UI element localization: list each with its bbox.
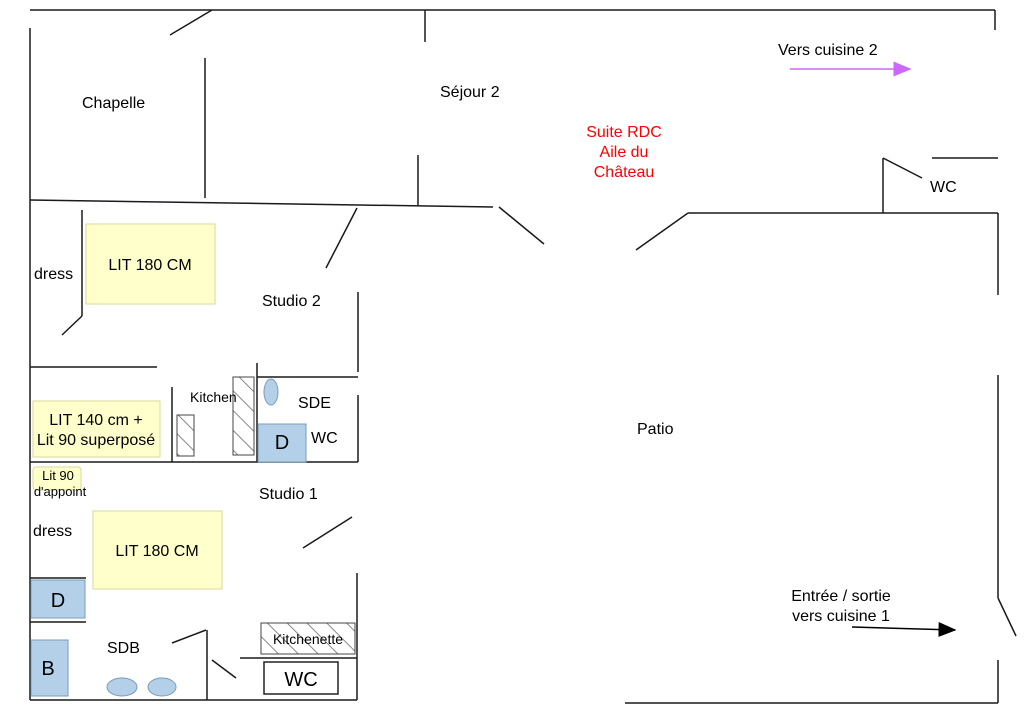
bed-90-extra: [32, 466, 82, 491]
label-shower-studio1: D: [51, 590, 65, 612]
kitchen-counter-right: [232, 376, 255, 456]
arrow-to-kitchen1: [851, 622, 957, 638]
label-bed-180-bottom: LIT 180 CM: [115, 543, 198, 560]
beds: [32, 223, 223, 590]
wc-box-bottom: [263, 661, 339, 695]
kitchenette-counter: [260, 622, 356, 655]
label-bed-140-line2: Lit 90 superposé: [37, 432, 155, 449]
labels: Chapelle Séjour 2 Vers cuisine 2 Suite R…: [33, 42, 957, 691]
label-kitchenette: Kitchenette: [273, 631, 343, 647]
label-shower-studio2: D: [275, 432, 289, 454]
kitchen-counter-left: [176, 414, 195, 457]
shower-studio2: [257, 423, 307, 463]
label-suite-3: Château: [594, 164, 655, 181]
bed-180-bottom: [92, 510, 223, 590]
label-bed-140-line1: LIT 140 cm +: [49, 412, 143, 429]
label-vers-cuisine2: Vers cuisine 2: [778, 42, 878, 59]
label-studio1: Studio 1: [259, 486, 318, 503]
label-chapelle: Chapelle: [82, 95, 145, 112]
label-suite-2: Aile du: [600, 144, 649, 161]
label-dress-top: dress: [34, 266, 73, 283]
bed-140-bunk: [32, 400, 161, 458]
label-suite-1: Suite RDC: [586, 124, 662, 141]
label-patio: Patio: [637, 421, 674, 438]
label-wc-top: WC: [930, 179, 957, 196]
label-kitchen: Kitchen: [190, 389, 237, 405]
sink-sdb-2: [147, 677, 177, 697]
fixtures: [30, 376, 356, 697]
label-dress-bottom: dress: [33, 523, 72, 540]
label-bed-90-line2: d'appoint: [34, 484, 87, 499]
bathtub: [30, 639, 69, 697]
label-studio2: Studio 2: [262, 293, 321, 310]
label-sde: SDE: [298, 395, 331, 412]
sink-sdb-1: [106, 677, 138, 697]
label-bath: B: [41, 658, 54, 680]
label-bed-180-top: LIT 180 CM: [108, 257, 191, 274]
label-entree-1: Entrée / sortie: [791, 588, 891, 605]
bed-180-top: [85, 223, 216, 305]
shower-studio1: [30, 579, 86, 619]
label-wc-studio2: WC: [311, 430, 338, 447]
sink-studio2: [263, 378, 279, 406]
label-sejour2: Séjour 2: [440, 84, 500, 101]
label-bed-90-line1: Lit 90: [42, 468, 74, 483]
label-sdb: SDB: [107, 640, 140, 657]
label-wc-bottom: WC: [284, 669, 317, 691]
label-entree-2: vers cuisine 1: [792, 608, 890, 625]
